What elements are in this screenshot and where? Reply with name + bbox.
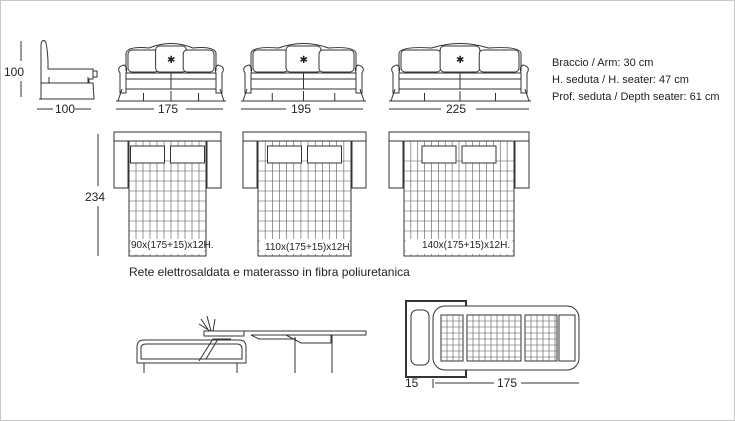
width-label-195: 195 — [291, 102, 311, 116]
open-length-label: 175 — [497, 376, 517, 390]
pillow — [267, 145, 302, 164]
cushion — [400, 49, 442, 73]
pillow — [130, 145, 165, 164]
pillow — [307, 145, 342, 164]
backrest — [388, 131, 530, 142]
arm-left — [388, 140, 404, 189]
open-dimensions: 15 175 — [405, 376, 579, 390]
width-dimensions: 100 175 195 225 — [37, 102, 529, 116]
specs: Braccio / Arm: 30 cm H. seduta / H. seat… — [552, 57, 720, 103]
arm-right — [206, 140, 222, 189]
bed-length-label: 234 — [85, 190, 105, 204]
flower-emblem-icon: ✱ — [300, 55, 308, 66]
arm-right — [351, 140, 367, 189]
mattress-label-140: 140x(175+15)x12H. — [422, 240, 510, 251]
mattress — [257, 140, 352, 257]
side-view-sofa — [39, 40, 98, 100]
plan-view-1 — [113, 131, 222, 257]
front-view-sofa-1: ✱ — [116, 43, 226, 102]
pillow — [170, 145, 205, 164]
front-view-sofa-2: ✱ — [241, 43, 366, 102]
spec-seat-depth: Prof. seduta / Depth seater: 61 cm — [552, 91, 720, 103]
height-dimension: 100 — [4, 41, 24, 97]
caption: Rete elettrosaldata e materasso in fibra… — [129, 265, 410, 279]
backrest — [242, 131, 367, 142]
spec-arm: Braccio / Arm: 30 cm — [552, 57, 653, 69]
cushion — [478, 49, 520, 73]
arm-left — [113, 140, 129, 189]
width-label-175: 175 — [158, 102, 178, 116]
bed-length-dimension: 234 — [85, 134, 105, 256]
cushion — [182, 49, 215, 73]
extension-label: 15 — [405, 376, 419, 390]
mattress-label-110: 110x(175+15)x12H. — [265, 242, 352, 253]
plan-view-3 — [388, 131, 530, 257]
mattress — [128, 140, 207, 257]
pillow — [421, 145, 457, 164]
width-label-225: 225 — [446, 102, 466, 116]
backrest — [113, 131, 222, 142]
cushion — [127, 49, 160, 73]
open-top-view — [405, 300, 580, 378]
arm-left — [242, 140, 258, 189]
mattress-label-90: 90x(175+15)x12H. — [131, 240, 214, 251]
plan-view-2 — [242, 131, 367, 257]
cushion — [252, 49, 289, 73]
arm-right — [514, 140, 530, 189]
flower-emblem-icon: ✱ — [167, 55, 175, 66]
depth-label: 100 — [55, 102, 75, 116]
pillow — [461, 145, 497, 164]
front-view-sofa-3: ✱ — [389, 43, 531, 102]
open-side-view — [136, 315, 367, 373]
flower-emblem-icon: ✱ — [456, 55, 464, 66]
spec-seat-height: H. seduta / H. seater: 47 cm — [552, 74, 689, 86]
height-label: 100 — [4, 65, 24, 79]
cushion — [318, 49, 355, 73]
